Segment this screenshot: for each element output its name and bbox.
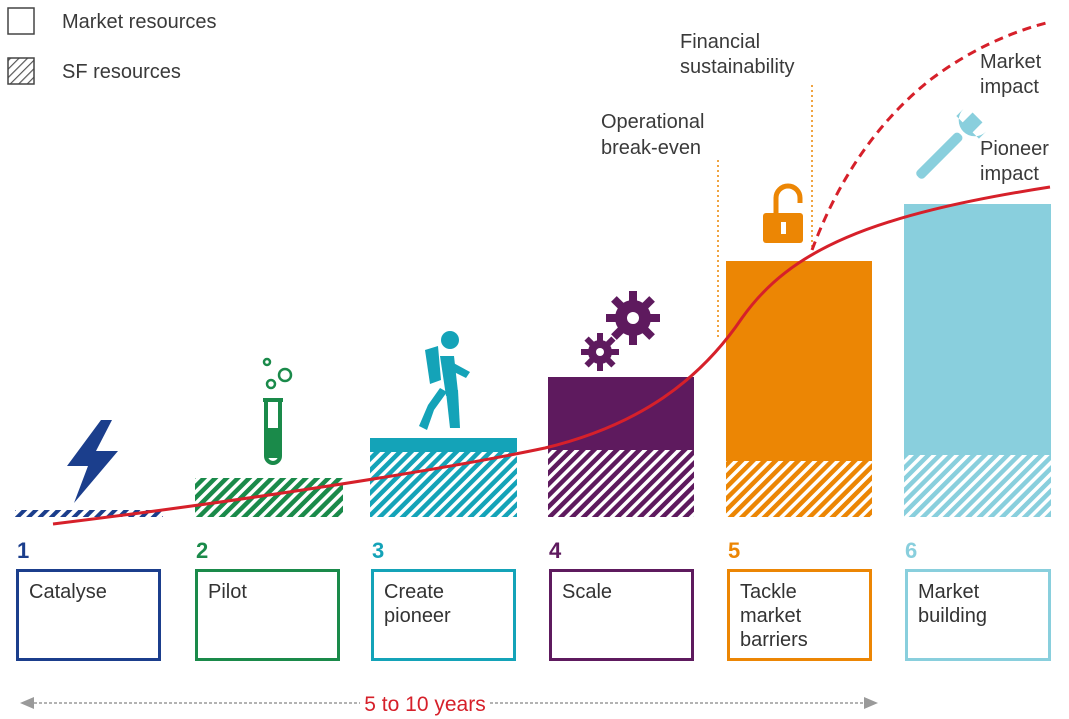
stage-2-box: Pilot [195,569,340,661]
stage-6-label-line1: Market [918,581,980,603]
financial-sustainability-label-2: sustainability [680,56,795,78]
stage-6-box: Market building [905,569,1051,661]
stage-5-box: Tackle market barriers [727,569,872,661]
operational-break-even-label: Operational [601,111,704,133]
stage-4-box: Scale [549,569,694,661]
stage-5-label-line2: market [740,605,802,627]
pioneer-impact-label-2: impact [980,163,1039,185]
stage-4-sf-bar [548,450,694,517]
legend-sf-swatch [7,57,35,85]
stage-1-box: Catalyse [16,569,161,661]
stage-3-label-line2: pioneer [384,605,451,627]
walking-person-icon [419,331,470,430]
market-impact-label-2: impact [980,76,1039,98]
stage-5-market-bar [726,261,872,461]
stage-6-number: 6 [905,538,917,563]
stage-5-number: 5 [728,538,740,563]
timeline-arrow [20,697,878,709]
stage-4-label: Scale [562,581,613,603]
market-impact-label: Market [980,51,1042,73]
pioneer-impact-curve [52,185,1051,526]
stage-2-sf-bar [195,478,343,517]
stage-1-label: Catalyse [29,581,107,603]
stage-6-market-bar [904,204,1051,455]
legend-market-swatch [7,7,35,35]
legend-market-label: Market resources [62,11,217,33]
stage-5-label-line1: Tackle [740,581,797,603]
timeline-label: 5 to 10 years [364,693,485,716]
legend: Market resources SF resources [7,7,217,85]
stage-5-label-line3: barriers [740,629,808,651]
stage-3-box: Create pioneer [371,569,516,661]
market-impact-curve [810,20,1051,251]
pioneer-impact-label: Pioneer [980,138,1049,160]
stage-3-sf-bar [370,452,517,517]
test-tube-icon [262,357,293,465]
operational-break-even-label-2: break-even [601,137,701,159]
legend-sf-label: SF resources [62,61,181,83]
stage-5-sf-bar [726,461,872,517]
stage-6-label-line2: building [918,605,987,627]
stage-4-number: 4 [549,538,562,563]
financial-sustainability-label: Financial [680,31,760,53]
gears-icon [581,291,660,371]
lightning-icon [67,420,118,503]
padlock-icon [763,183,803,243]
stage-3-number: 3 [372,538,384,563]
stage-3-label-line1: Create [384,581,445,603]
stage-1-sf-bar [15,510,163,517]
stage-3-market-bar [370,438,517,452]
stage-2-number: 2 [196,538,208,563]
stage-4-market-bar [548,377,694,450]
stage-6-sf-bar [904,455,1051,517]
wrench-icon [916,108,987,179]
stage-1-number: 1 [17,538,29,563]
stage-2-label: Pilot [208,581,247,603]
